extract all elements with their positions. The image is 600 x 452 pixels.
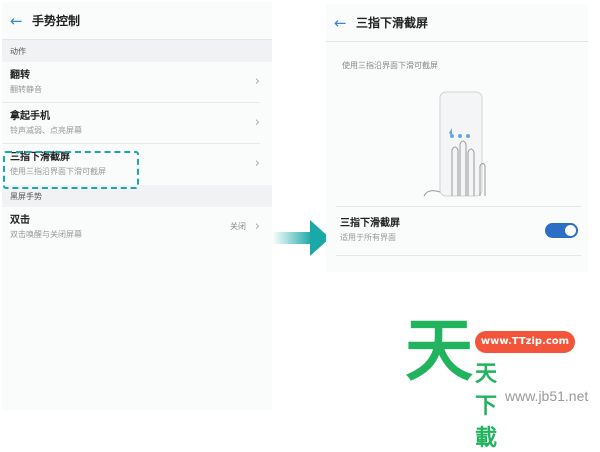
watermark-pill: www.TTzip.com	[475, 331, 575, 353]
page-title: 三指下滑截屏	[356, 16, 429, 30]
setting-title: 三指下滑截屏	[340, 218, 400, 229]
item-value: 关闭	[230, 222, 246, 231]
three-finger-swipe-illustration	[423, 91, 486, 197]
page-title: 手势控制	[32, 14, 81, 28]
item-title: 三指下滑截屏	[10, 152, 70, 163]
chevron-right-icon: ›	[254, 219, 260, 234]
item-subtitle: 双击唤醒与关闭屏幕	[10, 230, 82, 239]
watermark-url: www.jb51.net	[505, 388, 589, 404]
item-subtitle: 铃声减弱、点亮屏幕	[10, 126, 82, 135]
header: ← 三指下滑截屏	[326, 4, 588, 42]
toggle-knob	[565, 225, 576, 236]
description: 使用三指沿界面下滑可截屏	[342, 61, 438, 70]
three-finger-screenshot-screen: ← 三指下滑截屏 使用三指沿界面下滑可截屏 三指下滑截屏 适用于所有界面	[326, 4, 588, 272]
chevron-right-icon: ›	[254, 115, 260, 130]
arrow-right-icon	[272, 220, 330, 256]
chevron-right-icon: ›	[254, 74, 260, 89]
arrow-left-icon[interactable]: ←	[10, 11, 23, 30]
setting-subtitle: 适用于所有界面	[340, 233, 396, 242]
highlight-box	[3, 151, 139, 189]
chevron-right-icon: ›	[254, 156, 260, 171]
item-title: 翻转	[10, 70, 30, 81]
gesture-control-screen: ← 手势控制 动作 翻转 翻转静音 › 拿起手机 铃声减弱、点亮屏幕 › 三指下…	[2, 2, 272, 410]
toggle-switch[interactable]	[545, 223, 578, 238]
section-header-actions: 动作	[2, 40, 272, 62]
list-item-flip[interactable]: 翻转 翻转静音 ›	[2, 62, 260, 103]
item-title: 双击	[10, 215, 30, 226]
watermark-logo: 天	[405, 312, 474, 391]
item-subtitle: 使用三指沿界面下滑可截屏	[10, 167, 106, 176]
header: ← 手势控制	[2, 2, 272, 40]
list-item-three-finger-screenshot[interactable]: 三指下滑截屏 使用三指沿界面下滑可截屏 ›	[2, 144, 260, 185]
item-title: 拿起手机	[10, 111, 50, 122]
arrow-left-icon[interactable]: ←	[334, 13, 347, 32]
watermark-sub: 天下載	[475, 362, 500, 451]
setting-row-three-finger-screenshot[interactable]: 三指下滑截屏 适用于所有界面	[336, 206, 582, 256]
list-item-pickup[interactable]: 拿起手机 铃声减弱、点亮屏幕 ›	[2, 103, 260, 144]
item-subtitle: 翻转静音	[10, 85, 42, 94]
list-item-double-tap[interactable]: 双击 双击唤醒与关闭屏幕 关闭 ›	[2, 207, 260, 248]
section-header-screen-off: 黑屏手势	[2, 185, 272, 207]
